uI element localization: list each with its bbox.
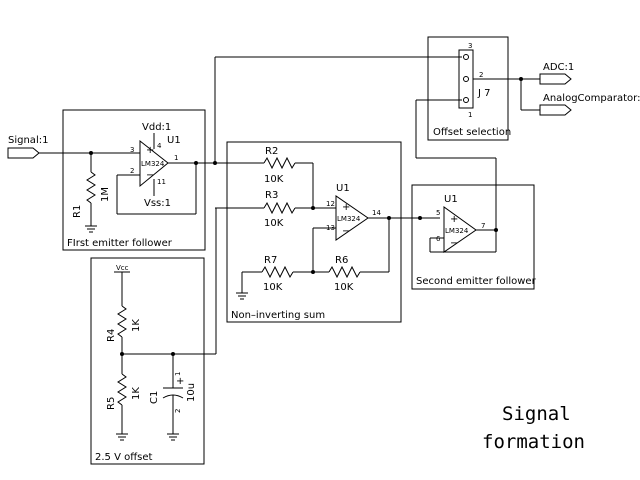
comparator-output-port: AnalogComparator:1 bbox=[539, 93, 640, 116]
svg-text:−: − bbox=[342, 226, 350, 237]
opamp-u1a: + − LM324 U1 3 2 1 4 11 Vdd:1 Vss:1 bbox=[130, 122, 181, 209]
svg-text:LM324: LM324 bbox=[141, 160, 165, 168]
svg-text:R4: R4 bbox=[106, 329, 117, 342]
svg-text:R6: R6 bbox=[335, 255, 348, 266]
label-first-follower: FIrst emitter follower bbox=[67, 238, 173, 249]
svg-text:10K: 10K bbox=[334, 282, 354, 293]
label-offset: 2.5 V offset bbox=[95, 452, 152, 463]
jumper-j7: 3 2 1 J 7 bbox=[458, 42, 540, 119]
svg-text:3: 3 bbox=[130, 146, 134, 154]
svg-text:1M: 1M bbox=[100, 187, 111, 202]
svg-text:Vdd:1: Vdd:1 bbox=[142, 122, 171, 133]
svg-text:J 7: J 7 bbox=[477, 88, 491, 99]
svg-text:Vss:1: Vss:1 bbox=[144, 198, 171, 209]
svg-text:7: 7 bbox=[481, 222, 485, 230]
vcc-label: Vcc bbox=[116, 264, 129, 272]
svg-text:3: 3 bbox=[468, 42, 472, 50]
capacitor-c1: C1 10u 1 2 + bbox=[149, 372, 197, 413]
first-follower-wiring bbox=[39, 133, 264, 233]
resistor-r6: R6 10K bbox=[334, 255, 354, 293]
svg-text:14: 14 bbox=[372, 209, 381, 217]
svg-text:13: 13 bbox=[326, 224, 335, 232]
svg-text:R1: R1 bbox=[72, 205, 83, 218]
opamp-u1b: + − LM324 U1 12 13 14 bbox=[326, 183, 381, 241]
adc-output-port: ADC:1 bbox=[539, 62, 574, 85]
second-follower-wiring bbox=[415, 99, 498, 253]
svg-text:LM324: LM324 bbox=[445, 227, 469, 235]
signal-input-port: Signal:1 bbox=[7, 135, 48, 159]
resistor-r1: R1 1M bbox=[72, 187, 111, 218]
svg-text:R7: R7 bbox=[264, 255, 277, 266]
svg-text:R5: R5 bbox=[106, 397, 117, 410]
label-offset-select: Offset selection bbox=[433, 127, 511, 138]
svg-text:U1: U1 bbox=[444, 194, 458, 205]
svg-text:1: 1 bbox=[174, 372, 182, 376]
label-second-follower: Second emitter follower bbox=[416, 276, 537, 287]
svg-text:AnalogComparator:1: AnalogComparator:1 bbox=[543, 93, 640, 104]
label-sum: Non–inverting sum bbox=[231, 310, 325, 321]
block-offset-select bbox=[427, 36, 509, 141]
svg-text:U1: U1 bbox=[167, 135, 181, 146]
resistor-r2: R2 10K bbox=[264, 146, 284, 185]
title-line-2: formation bbox=[482, 431, 585, 453]
title-line-1: Signal bbox=[502, 403, 571, 425]
svg-text:1K: 1K bbox=[131, 387, 142, 400]
block-second-follower bbox=[411, 184, 535, 290]
block-sum bbox=[226, 141, 402, 323]
resistor-r3: R3 10K bbox=[264, 190, 284, 229]
svg-text:2: 2 bbox=[174, 409, 182, 413]
svg-text:−: − bbox=[146, 170, 154, 181]
svg-text:ADC:1: ADC:1 bbox=[543, 62, 574, 73]
svg-text:+: + bbox=[342, 202, 350, 213]
opamp-u1c: + − LM324 U1 5 6 7 bbox=[436, 194, 485, 253]
svg-text:Signal:1: Signal:1 bbox=[8, 135, 48, 146]
svg-text:−: − bbox=[450, 238, 458, 249]
svg-text:12: 12 bbox=[326, 200, 335, 208]
svg-text:C1: C1 bbox=[149, 391, 160, 404]
svg-text:2: 2 bbox=[130, 167, 134, 175]
svg-text:1: 1 bbox=[174, 154, 178, 162]
svg-text:10u: 10u bbox=[186, 383, 197, 402]
svg-text:LM324: LM324 bbox=[337, 215, 361, 223]
offset-wiring bbox=[114, 56, 462, 441]
svg-text:4: 4 bbox=[157, 142, 162, 150]
svg-text:10K: 10K bbox=[263, 282, 283, 293]
svg-text:R3: R3 bbox=[265, 190, 278, 201]
svg-text:10K: 10K bbox=[264, 174, 284, 185]
resistor-r5: R5 1K bbox=[106, 387, 142, 410]
svg-text:+: + bbox=[146, 145, 154, 156]
resistor-r4: R4 1K bbox=[106, 319, 142, 342]
block-offset bbox=[90, 257, 205, 465]
svg-text:1: 1 bbox=[468, 111, 472, 119]
svg-text:6: 6 bbox=[436, 235, 441, 243]
resistor-r7: R7 10K bbox=[263, 255, 283, 293]
svg-text:11: 11 bbox=[157, 178, 166, 186]
block-first-follower bbox=[62, 109, 206, 251]
svg-text:5: 5 bbox=[436, 209, 440, 217]
svg-text:R2: R2 bbox=[265, 146, 278, 157]
svg-text:10K: 10K bbox=[264, 218, 284, 229]
svg-text:2: 2 bbox=[479, 71, 483, 79]
sum-wiring bbox=[215, 156, 440, 300]
svg-text:+: + bbox=[450, 214, 458, 225]
svg-text:U1: U1 bbox=[336, 183, 350, 194]
svg-text:+: + bbox=[176, 376, 184, 387]
svg-text:1K: 1K bbox=[131, 319, 142, 332]
